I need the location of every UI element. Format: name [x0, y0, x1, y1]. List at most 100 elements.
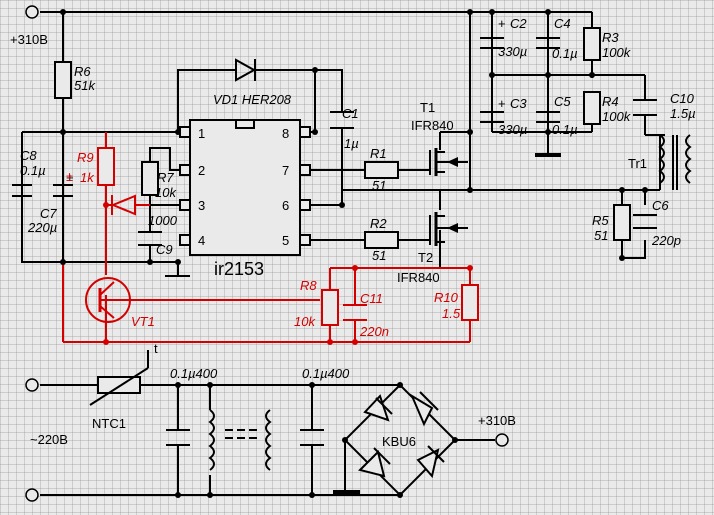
capacitor-c7 [53, 184, 73, 197]
junction-dots-red [103, 202, 473, 345]
diode-red [110, 194, 136, 216]
ic-pin-5: 5 [282, 233, 289, 248]
ic-pin-7: 7 [282, 163, 289, 178]
r9-ref: R9 [77, 150, 94, 165]
transistor-vt1 [85, 277, 131, 323]
vt1-label: VT1 [131, 314, 155, 329]
filter-cap-2-value: 0.1µ400 [302, 366, 350, 381]
t2-type: IFR840 [397, 270, 440, 285]
resistor-r4 [583, 91, 601, 125]
c8-value: 0.1µ [20, 163, 46, 178]
c9-value: 1000 [148, 213, 178, 228]
r4-value: 100k [602, 109, 632, 124]
capacitor-c11 [343, 304, 367, 321]
filter-cap-1-value: 0.1µ400 [170, 366, 218, 381]
ic-pin-6: 6 [282, 198, 289, 213]
r8-ref: R8 [300, 278, 317, 293]
capacitor-c8 [12, 184, 32, 197]
c5-value: 0.1µ [552, 122, 578, 137]
mosfet-t1 [429, 148, 468, 176]
r8-value: 10k [294, 314, 316, 329]
r6-ref: R6 [74, 64, 91, 79]
resistor-r6 [54, 61, 72, 99]
ic-pin-8: 8 [282, 126, 289, 141]
r7-ref: R7 [157, 170, 174, 185]
capacitor-filter-2 [300, 429, 324, 446]
capacitor-c10 [633, 99, 657, 116]
r6-value: 51k [74, 78, 96, 93]
ic-pin-1: 1 [198, 126, 205, 141]
diode-vd1 [235, 58, 257, 82]
transformer-tr1 [658, 134, 692, 190]
resistor-r7 [141, 161, 159, 196]
c3-value: 330µ [498, 122, 527, 137]
ic-pin-4: 4 [198, 233, 205, 248]
c4-ref: C4 [554, 16, 571, 31]
ic-ir2153 [179, 119, 311, 256]
bridge-diodes [358, 391, 445, 479]
c6-ref: C6 [652, 198, 669, 213]
r9-pm: ± [66, 169, 73, 184]
thermistor-mark [89, 367, 149, 406]
c3-plus: + [498, 96, 506, 111]
t1-ref: T1 [420, 100, 435, 115]
resistor-r10 [461, 284, 479, 321]
r2-ref: R2 [370, 216, 387, 231]
c4-value: 0.1µ [552, 46, 578, 61]
modification-wiring [62, 132, 471, 343]
r2-value: 51 [372, 248, 386, 263]
ntc1-label: NTC1 [92, 416, 126, 431]
r1-value: 51 [372, 178, 386, 193]
r9-value: 1k [80, 170, 95, 185]
r3-value: 100k [602, 45, 632, 60]
capacitor-c9 [138, 231, 162, 246]
capacitor-c4 [536, 37, 560, 49]
terminals [25, 5, 509, 502]
c1-ref: C1 [342, 106, 359, 121]
r10-ref: R10 [434, 290, 459, 305]
ic-name: ir2153 [214, 259, 264, 279]
ic-pin-3: 3 [198, 198, 205, 213]
r7-value: 10k [155, 185, 177, 200]
c6-value: 220p [651, 233, 681, 248]
c7-value: 220µ [27, 220, 57, 235]
t1-type: IFR840 [411, 118, 454, 133]
thermistor-ntc1 [97, 376, 141, 394]
junction-dots [60, 9, 648, 498]
c9-ref: C9 [156, 242, 173, 257]
r5-value: 51 [594, 228, 608, 243]
c10-ref: C10 [670, 91, 695, 106]
resistor-r9 [97, 147, 115, 186]
capacitor-filter-1 [166, 429, 190, 446]
resistor-r1 [364, 161, 399, 179]
c2-plus: + [498, 16, 506, 31]
r4-ref: R4 [602, 94, 619, 109]
capacitor-c3 [480, 111, 504, 123]
r5-ref: R5 [592, 213, 609, 228]
supply-out-label: +310В [478, 413, 516, 428]
mains-label: ~220В [30, 432, 68, 447]
resistor-r8 [321, 289, 339, 326]
c7-ref: C7 [40, 206, 57, 221]
resistor-r3 [583, 27, 601, 61]
c7-plus: + [66, 170, 74, 185]
c2-value: 330µ [498, 44, 527, 59]
vd1-label: VD1 HER208 [213, 92, 292, 107]
kbu6-label: KBU6 [382, 434, 416, 449]
resistor-r2 [364, 231, 399, 249]
c5-ref: C5 [554, 94, 571, 109]
r1-ref: R1 [370, 146, 387, 161]
ntc-t-label: t [154, 341, 158, 356]
c2-ref: C2 [510, 16, 527, 31]
c10-value: 1.5µ [670, 106, 696, 121]
ic-pin-2: 2 [198, 163, 205, 178]
c3-ref: C3 [510, 96, 527, 111]
capacitor-c1 [330, 111, 354, 129]
mains-wiring [40, 383, 495, 497]
c11-value: 220n [359, 324, 389, 339]
r3-ref: R3 [602, 30, 619, 45]
supply-top-label: +310В [10, 32, 48, 47]
tr1-label: Tr1 [628, 156, 647, 171]
